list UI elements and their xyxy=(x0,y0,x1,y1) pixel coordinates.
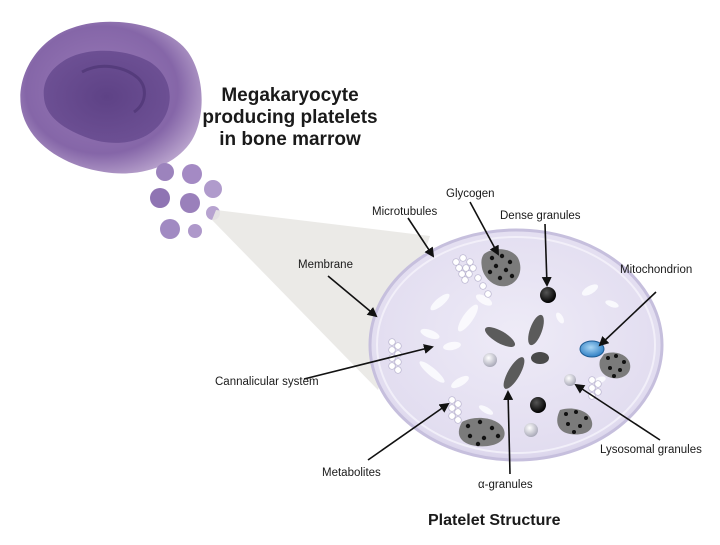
canalicular-system xyxy=(419,284,619,415)
title-line-1: Megakaryocyte xyxy=(221,85,359,106)
platelet-inner-rim xyxy=(376,236,656,454)
metabolite-cluster xyxy=(448,396,462,424)
label-canalicular-system: Cannalicular system xyxy=(215,376,319,388)
label-dense-granules: Dense granules xyxy=(500,210,581,222)
canalicular-bead-cluster xyxy=(388,338,402,374)
label-alpha-granules: α-granules xyxy=(478,479,533,491)
label-microtubules: Microtubules xyxy=(372,206,437,218)
label-metabolites: Metabolites xyxy=(322,467,381,479)
mitochondrion xyxy=(579,340,605,358)
arrow-canalicular-system xyxy=(303,344,434,380)
arrow-dense-granules xyxy=(541,223,552,287)
dense-granules xyxy=(530,287,556,413)
label-mitochondrion: Mitochondrion xyxy=(620,264,692,276)
released-platelet xyxy=(156,163,174,181)
arrow-glycogen xyxy=(469,201,499,256)
released-platelets xyxy=(150,163,222,239)
megakaryocyte-cell xyxy=(20,21,202,174)
arrow-membrane xyxy=(327,275,378,318)
figure-caption: Platelet Structure xyxy=(428,512,561,529)
glycogen-cluster xyxy=(458,417,505,447)
arrow-alpha-granules xyxy=(503,390,514,475)
arrow-lysosomal-granules xyxy=(574,383,661,441)
nucleus-lobe xyxy=(81,64,146,114)
leader-arrows xyxy=(303,201,661,475)
arrow-mitochondrion xyxy=(598,291,657,347)
released-platelet xyxy=(160,219,180,239)
lysosomal-granules xyxy=(483,353,576,437)
label-membrane: Membrane xyxy=(298,259,353,271)
title-line-3: in bone marrow xyxy=(219,129,361,150)
glycogen-cluster xyxy=(481,249,521,287)
cell-nucleus xyxy=(43,50,170,143)
released-platelet xyxy=(188,224,202,238)
released-platelet xyxy=(182,164,202,184)
arrow-metabolites xyxy=(367,402,450,461)
lysosomal-bead-cluster xyxy=(588,376,602,400)
label-lysosomal-granules: Lysosomal granules xyxy=(600,444,702,456)
glycogen-cluster xyxy=(557,408,593,435)
released-platelet xyxy=(150,188,170,208)
title-line-2: producing platelets xyxy=(202,107,378,128)
glycogen-cluster xyxy=(599,352,631,379)
arrow-microtubules xyxy=(407,217,435,258)
microtubule-cluster xyxy=(452,254,492,298)
alpha-granules xyxy=(484,314,549,389)
released-platelet xyxy=(204,180,222,198)
released-platelet xyxy=(180,193,200,213)
label-glycogen: Glycogen xyxy=(446,188,495,200)
